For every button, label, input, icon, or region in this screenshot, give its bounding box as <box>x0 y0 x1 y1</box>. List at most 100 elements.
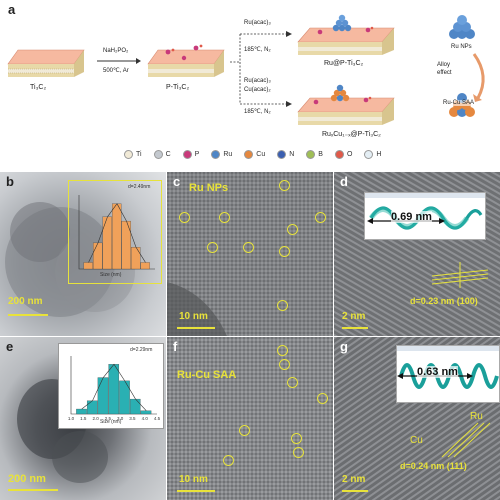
histogram-tick-label: 1.0 <box>68 416 75 421</box>
legend-label: N <box>289 150 295 158</box>
legend-item-cu: Cu <box>244 149 265 159</box>
nanoparticle-marker <box>291 433 302 444</box>
legend-item-ru: Ru <box>211 149 233 159</box>
legend-swatch <box>124 149 133 159</box>
panel-label-a: a <box>8 2 16 17</box>
panel-c-texture <box>167 172 333 336</box>
scale-bar-c <box>177 327 215 329</box>
nanoparticle-marker <box>279 246 290 257</box>
rucu-saa-label: Ru-Cu SAA <box>443 100 475 106</box>
ru-p-ti3c2-slab <box>297 14 395 55</box>
ru-p-ti3c2-label: Ru@P-Ti₃C₂ <box>324 60 364 67</box>
nanoparticle-marker <box>219 212 230 223</box>
nanoparticle-marker <box>279 180 290 191</box>
legend-label: O <box>346 150 353 158</box>
panel-f-title: Ru-Cu SAA <box>177 369 237 381</box>
d-spacing-d: d=0.23 nm (100) <box>410 296 478 306</box>
panel-label-f: f <box>173 339 178 354</box>
nanoparticle-marker <box>223 455 234 466</box>
legend-label: Ru <box>223 150 233 158</box>
nanoparticle-marker <box>207 242 218 253</box>
nanoparticle-marker <box>277 300 288 311</box>
bottom-condition: 185℃, N₂ <box>244 109 271 115</box>
histogram-bar <box>140 410 152 415</box>
scale-label-f: 10 nm <box>179 474 208 485</box>
alloy-label: Alloy <box>437 62 451 68</box>
histogram-bar <box>93 242 103 270</box>
legend-label: C <box>165 150 171 158</box>
histogram-tick-label: 4.0 <box>142 416 149 421</box>
scale-label-g: 2 nm <box>342 474 366 485</box>
arrow-step1-icon <box>97 58 141 64</box>
line-profile-g: 0.63 nm <box>396 345 500 403</box>
histogram-tick-label: 3.5 <box>129 416 136 421</box>
p-ti3c2-slab <box>147 44 225 77</box>
histogram-tick-label: 2.0 <box>92 416 99 421</box>
alloy-arrow-icon <box>472 53 485 102</box>
bottom-reagent-2: Cu(acac)₂ <box>244 87 271 93</box>
histogram-tick-label: 1.5 <box>80 416 87 421</box>
legend-item-p: P <box>182 149 199 159</box>
panel-label-b: b <box>6 174 14 189</box>
histogram-bar <box>83 262 93 270</box>
legend-item-b: B <box>306 149 323 159</box>
nanoparticle-marker <box>317 393 328 404</box>
histogram-bar <box>76 408 87 415</box>
top-reagent: Ru(acac)₃ <box>244 20 271 26</box>
ru-nps-label: Ru NPs <box>451 44 472 50</box>
lattice-lines-g <box>441 422 491 458</box>
scale-bar-e <box>8 489 58 491</box>
ti3c2-label: Ti₃C₂ <box>30 84 47 91</box>
legend-label: B <box>318 150 323 158</box>
ru-region-label: Ru <box>470 411 483 422</box>
legend-item-h: H <box>364 149 381 159</box>
legend-swatch <box>277 149 287 159</box>
panel-b: b d=2.49nm Size (nm) 200 nm <box>0 172 166 336</box>
legend-swatch <box>334 149 344 159</box>
legend-swatch <box>211 149 221 159</box>
panel-label-c: c <box>173 174 181 189</box>
histogram-tick-label: 3.0 <box>117 416 124 421</box>
histogram-bar <box>86 400 98 415</box>
nanoparticle-marker <box>239 425 250 436</box>
histogram-bar <box>112 203 122 270</box>
bottom-reagent-1: Ru(acac)₃ <box>244 78 271 84</box>
histogram-fit-curve <box>81 363 147 411</box>
scale-label-e: 200 nm <box>8 473 46 485</box>
step1-reagent: NaH₂PO₂ <box>103 48 129 54</box>
nanoparticle-marker <box>293 447 304 458</box>
histogram-bar <box>131 247 141 270</box>
scale-label-b: 200 nm <box>8 296 43 307</box>
lattice-lines-d <box>431 262 489 288</box>
legend-item-c: C <box>153 149 171 159</box>
legend-item-o: O <box>334 149 353 159</box>
histogram-tick-label: 4.5 <box>154 416 161 421</box>
histogram-bar <box>102 216 112 270</box>
scale-bar-g <box>342 490 368 492</box>
hist-b-xlabel: Size (nm) <box>100 272 122 278</box>
panel-label-g: g <box>340 339 348 354</box>
line-profile-d: 0.69 nm <box>364 192 486 240</box>
legend-item-n: N <box>277 149 295 159</box>
histogram-bar <box>108 364 120 415</box>
panel-c: c Ru NPs 10 nm <box>167 172 333 336</box>
branch-lines <box>230 31 292 107</box>
nanoparticle-marker <box>179 212 190 223</box>
panel-f-texture <box>167 337 333 500</box>
scale-label-c: 10 nm <box>179 311 208 322</box>
panel-a: a Ti₃C₂ NaH₂PO₂ 500℃, Ar P-Ti₃C₂ Ru <box>0 0 500 172</box>
panel-label-e: e <box>6 339 14 354</box>
hist-e-note: d=2.29nm <box>130 347 153 353</box>
scale-bar-f <box>177 490 215 492</box>
hist-b-note: d=2.49nm <box>128 184 151 190</box>
panel-g: g 0.63 nm Ru Cu d=0.24 nm (111) 2 nm <box>334 337 500 500</box>
histogram-bar <box>119 380 130 415</box>
legend-swatch <box>306 149 316 159</box>
nanoparticle-marker <box>243 242 254 253</box>
nanoparticle-marker <box>277 345 288 356</box>
profile-g-value: 0.63 nm <box>417 366 458 378</box>
histogram-bar <box>97 377 109 415</box>
histogram-b <box>78 195 155 270</box>
